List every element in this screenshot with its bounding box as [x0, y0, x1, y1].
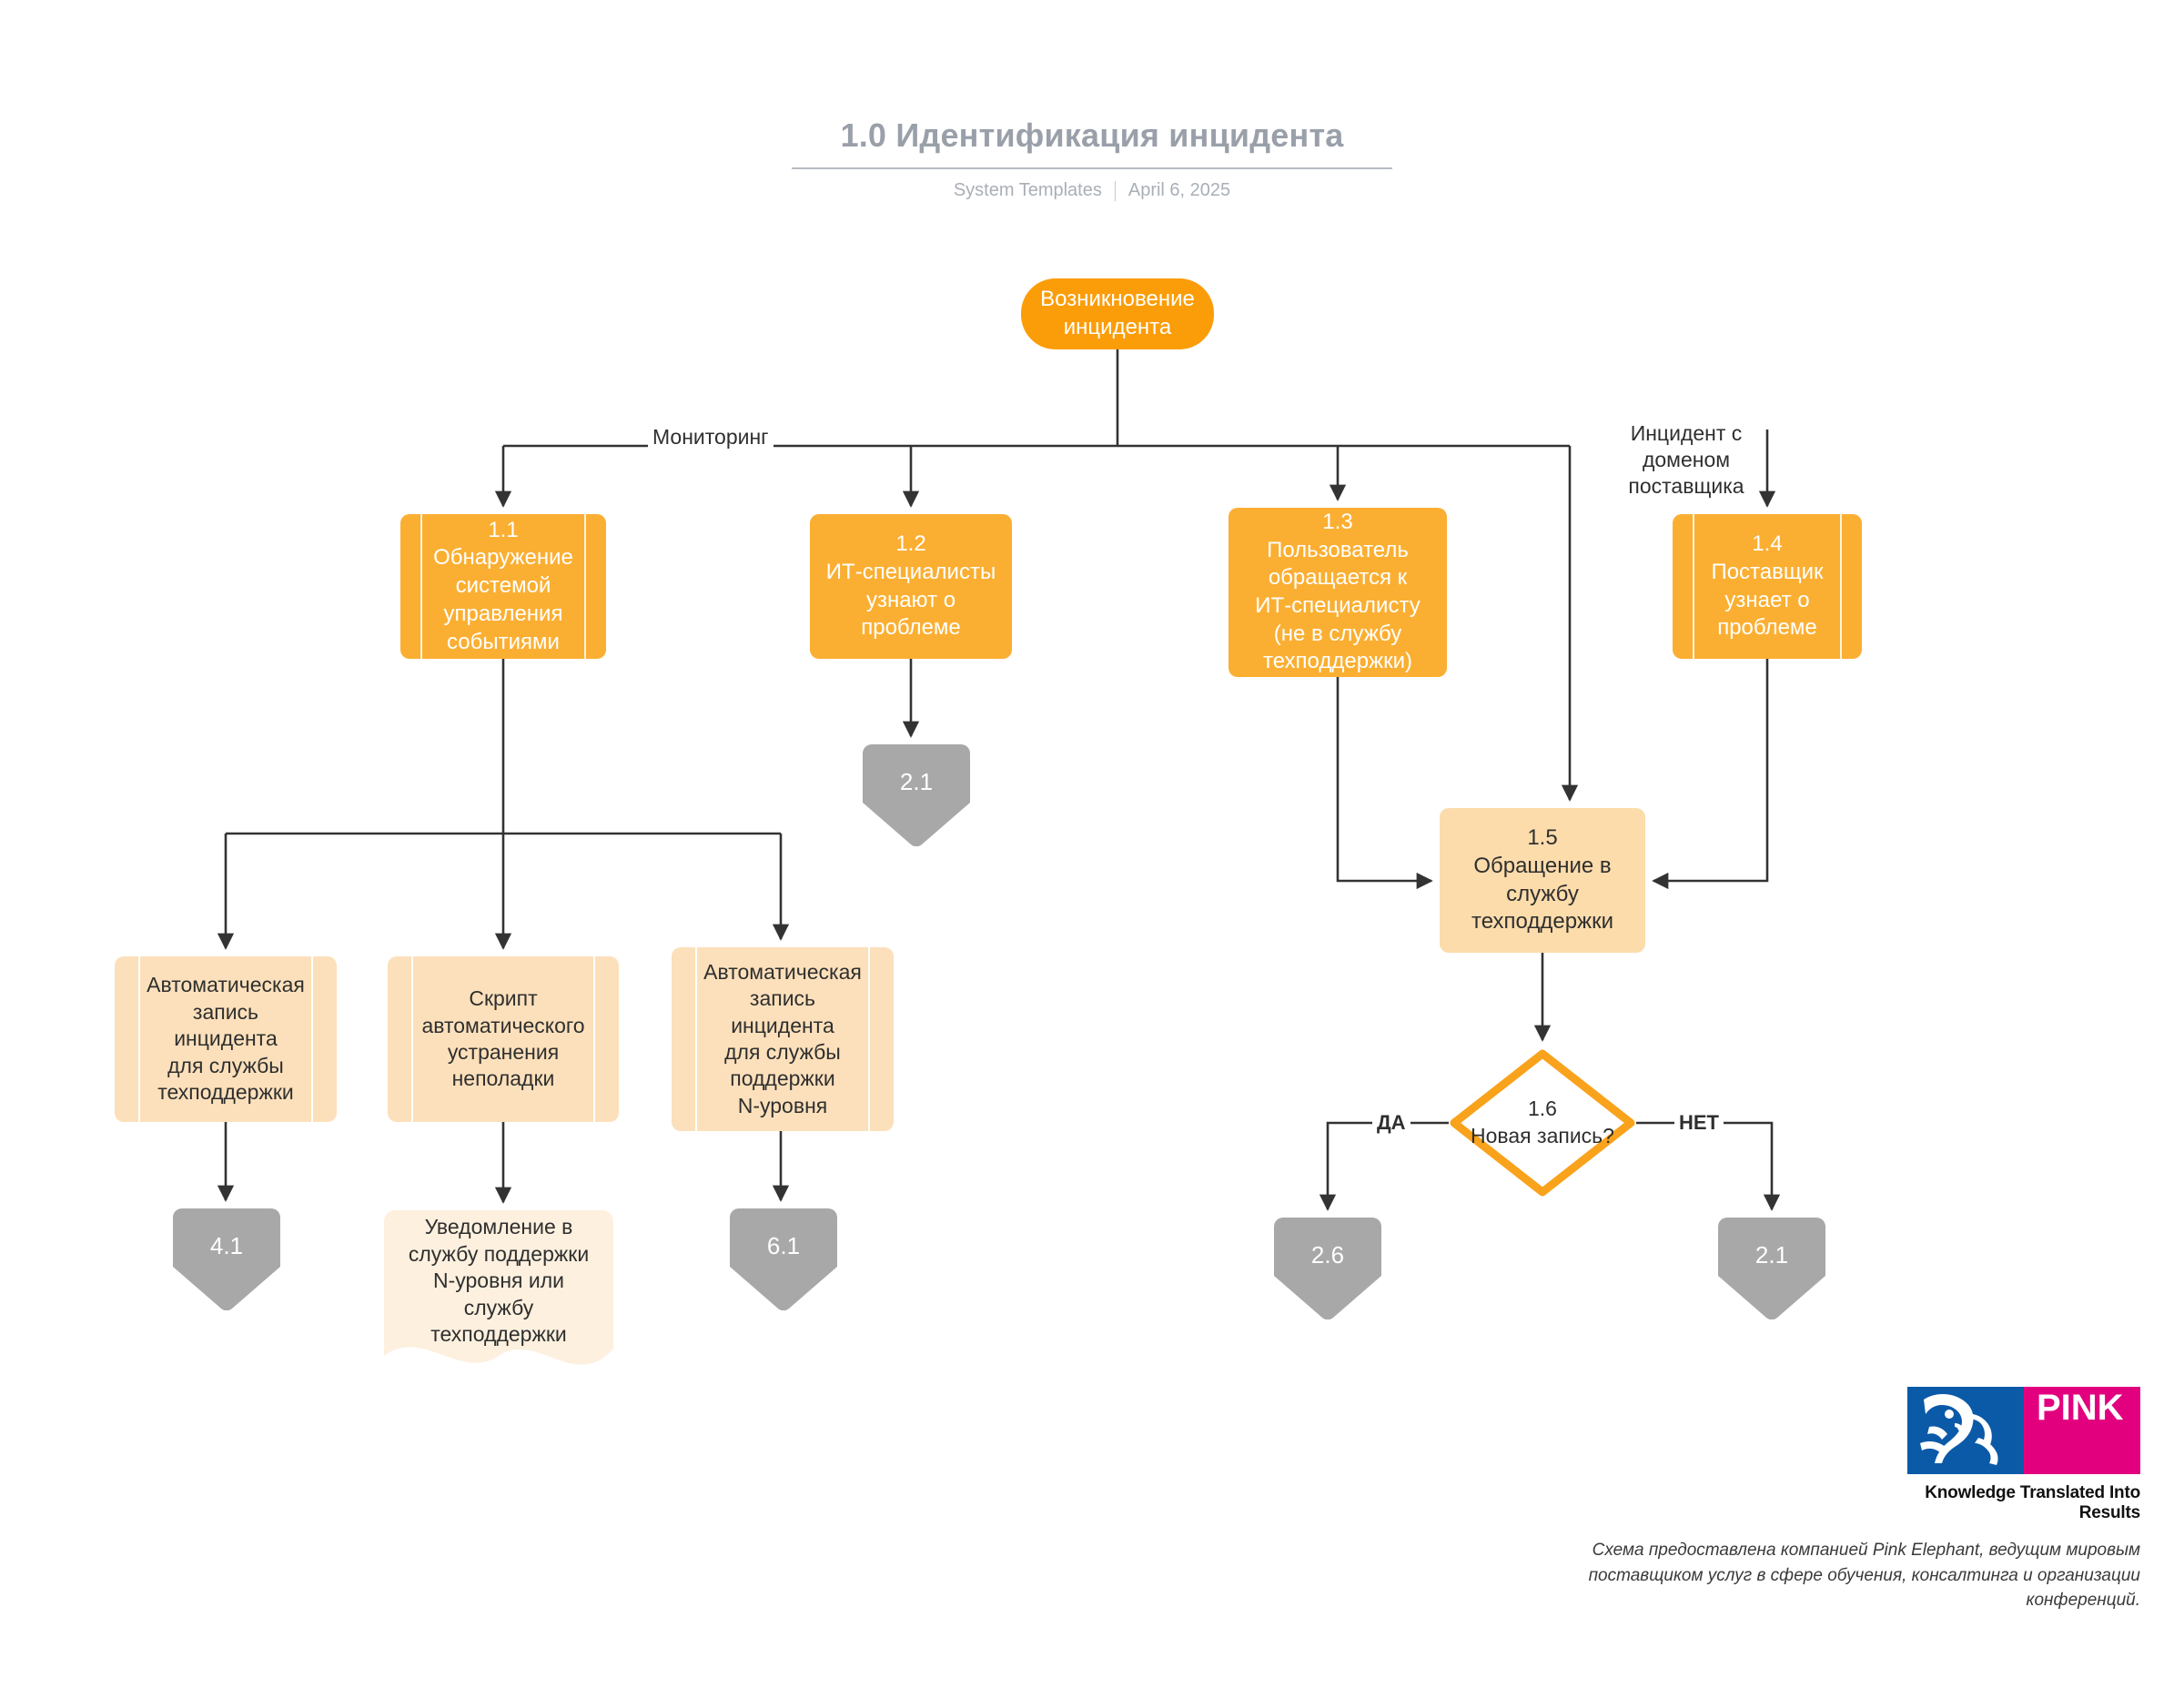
- edge-label-monitoring: Мониторинг: [648, 424, 774, 450]
- document-shape: [384, 1210, 613, 1365]
- node-1-4-label: 1.4 Поставщик узнает о проблеме: [1711, 531, 1824, 641]
- node-1-1-event-management-detection[interactable]: 1.1 Обнаружение системой управления собы…: [400, 514, 606, 659]
- node-1-6-label: 1.6 Новая запись?: [1471, 1097, 1614, 1147]
- offpage-connector-2-1-a-label: 2.1: [899, 768, 934, 796]
- node-auto-record-service-desk[interactable]: Автоматическая запись инцидента для служ…: [115, 956, 337, 1122]
- offpage-pentagon-shape: [1718, 1218, 1825, 1319]
- node-1-2-label: 1.2 ИТ-специалисты узнают о проблеме: [825, 531, 996, 641]
- node-1-5-label: 1.5 Обращение в службу техподдержки: [1471, 825, 1614, 935]
- brand-logo-block: PINK Knowledge Translated Into Results: [1907, 1387, 2140, 1523]
- brand-tagline: Knowledge Translated Into Results: [1925, 1483, 2140, 1522]
- offpage-connector-6-1-label: 6.1: [766, 1232, 801, 1260]
- page-subtitle: System Templates April 6, 2025: [0, 180, 2184, 201]
- edge-label-yes: ДА: [1372, 1110, 1410, 1136]
- node-auto-fix-script[interactable]: Скрипт автоматического устранения непола…: [388, 956, 619, 1122]
- pink-elephant-logo-icon: PINK: [1907, 1387, 2140, 1474]
- title-divider: [792, 167, 1392, 169]
- node-auto-fix-script-label: Скрипт автоматического устранения непола…: [421, 986, 585, 1091]
- offpage-connector-2-1-b[interactable]: 2.1: [1718, 1218, 1825, 1319]
- node-auto-record-service-desk-label: Автоматическая запись инцидента для служ…: [147, 973, 305, 1105]
- offpage-connector-2-6[interactable]: 2.6: [1274, 1218, 1381, 1319]
- node-start[interactable]: Возникновение инцидента: [1021, 278, 1214, 349]
- page-title: 1.0 Идентификация инцидента: [840, 116, 1344, 154]
- offpage-connector-2-1-a[interactable]: 2.1: [863, 744, 970, 846]
- node-notification-document-label: Уведомление в службу поддержки N-уровня …: [408, 1215, 590, 1347]
- offpage-connector-6-1[interactable]: 6.1: [730, 1208, 837, 1310]
- offpage-pentagon-shape: [173, 1208, 280, 1310]
- node-notification-document[interactable]: Уведомление в службу поддержки N-уровня …: [384, 1210, 613, 1392]
- subtitle-separator: [1114, 180, 1116, 201]
- diamond-shape: [1450, 1049, 1635, 1197]
- offpage-pentagon-shape: [730, 1208, 837, 1310]
- node-1-2-it-staff-aware[interactable]: 1.2 ИТ-специалисты узнают о проблеме: [810, 514, 1012, 659]
- node-1-1-label: 1.1 Обнаружение системой управления собы…: [433, 517, 573, 654]
- node-auto-record-n-level-label: Автоматическая запись инцидента для служ…: [703, 959, 862, 1117]
- node-1-5-service-desk-contact[interactable]: 1.5 Обращение в службу техподдержки: [1440, 808, 1645, 953]
- node-1-4-vendor-aware[interactable]: 1.4 Поставщик узнает о проблеме: [1673, 514, 1862, 659]
- node-1-3-user-contacts-it[interactable]: 1.3 Пользователь обращается к ИТ-специал…: [1228, 508, 1447, 677]
- node-auto-record-n-level[interactable]: Автоматическая запись инцидента для служ…: [672, 947, 894, 1131]
- footer-attribution: Схема предоставлена компанией Pink Eleph…: [1588, 1541, 2140, 1611]
- edge-label-vendor-domain: Инцидент с доменом поставщика: [1618, 420, 1754, 500]
- subtitle-source: System Templates: [953, 180, 1102, 200]
- offpage-connector-2-6-label: 2.6: [1310, 1241, 1345, 1269]
- node-1-6-new-record-decision[interactable]: 1.6 Новая запись?: [1449, 1048, 1636, 1198]
- offpage-connector-2-1-b-label: 2.1: [1754, 1241, 1789, 1269]
- node-start-label: Возникновение инцидента: [1040, 287, 1195, 339]
- offpage-pentagon-shape: [863, 744, 970, 846]
- offpage-connector-4-1[interactable]: 4.1: [173, 1208, 280, 1310]
- offpage-pentagon-shape: [1274, 1218, 1381, 1319]
- node-1-3-label: 1.3 Пользователь обращается к ИТ-специал…: [1255, 509, 1421, 674]
- edge-label-no: НЕТ: [1674, 1110, 1724, 1136]
- subtitle-date: April 6, 2025: [1127, 180, 1231, 200]
- brand-wordmark: PINK: [2037, 1388, 2124, 1428]
- offpage-connector-4-1-label: 4.1: [209, 1232, 244, 1260]
- page-header: 1.0 Идентификация инцидента System Templ…: [0, 0, 2184, 201]
